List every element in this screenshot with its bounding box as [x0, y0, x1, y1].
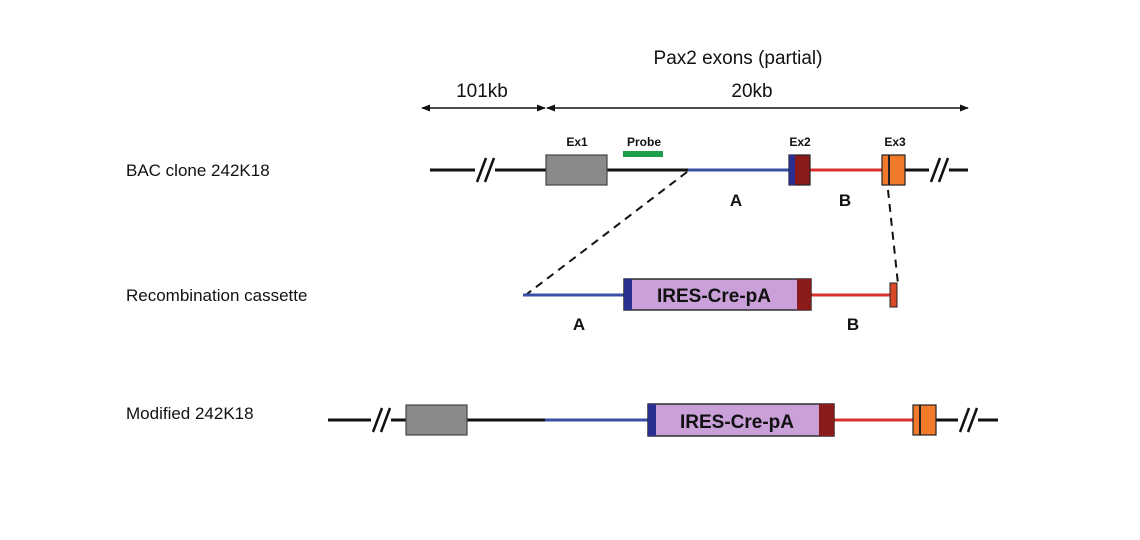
cassette-segment-b-label: B	[847, 315, 859, 334]
exons-title: Pax2 exons (partial)	[654, 48, 823, 69]
cassette-insert-label: IRES-Cre-pA	[657, 286, 771, 307]
cassette-row: Recombination cassette IRES-Cre-pA A B	[126, 278, 898, 334]
span-20kb-label: 20kb	[731, 81, 772, 102]
bac-clone-row: BAC clone 242K18 Ex1 Probe Ex2	[126, 135, 968, 210]
recombination-guide-right	[887, 189, 899, 285]
modified-insert-label: IRES-Cre-pA	[680, 412, 794, 433]
span-101kb-label: 101kb	[456, 81, 508, 102]
bac-exon2-label: Ex2	[789, 135, 811, 149]
bac-exon1-label: Ex1	[566, 135, 588, 149]
modified-insert	[647, 403, 835, 437]
bac-probe-label: Probe	[627, 135, 661, 149]
bac-segment-b-label: B	[839, 191, 851, 210]
modified-exon3	[912, 404, 937, 436]
bac-break-mark-right	[929, 157, 950, 183]
bac-probe	[623, 151, 663, 157]
bac-clone-label: BAC clone 242K18	[126, 161, 270, 180]
cassette-exon3-fragment	[889, 282, 898, 308]
bac-exon3-label: Ex3	[884, 135, 906, 149]
recombination-guide-left	[526, 171, 688, 295]
bac-segment-a-label: A	[730, 191, 742, 210]
modified-exon1	[405, 404, 468, 436]
modified-row: Modified 242K18 IRES-Cre-pA	[126, 403, 998, 437]
modified-break-mark-right	[958, 407, 979, 433]
bac-exon1	[545, 154, 608, 186]
modified-break-mark-left	[371, 407, 392, 433]
bac-exon3	[881, 154, 906, 186]
bac-break-mark-left	[475, 157, 496, 183]
modified-label: Modified 242K18	[126, 404, 254, 423]
bac-exon2	[788, 154, 811, 186]
cassette-segment-a-label: A	[573, 315, 585, 334]
cassette-insert	[623, 278, 812, 311]
cassette-label: Recombination cassette	[126, 286, 307, 305]
